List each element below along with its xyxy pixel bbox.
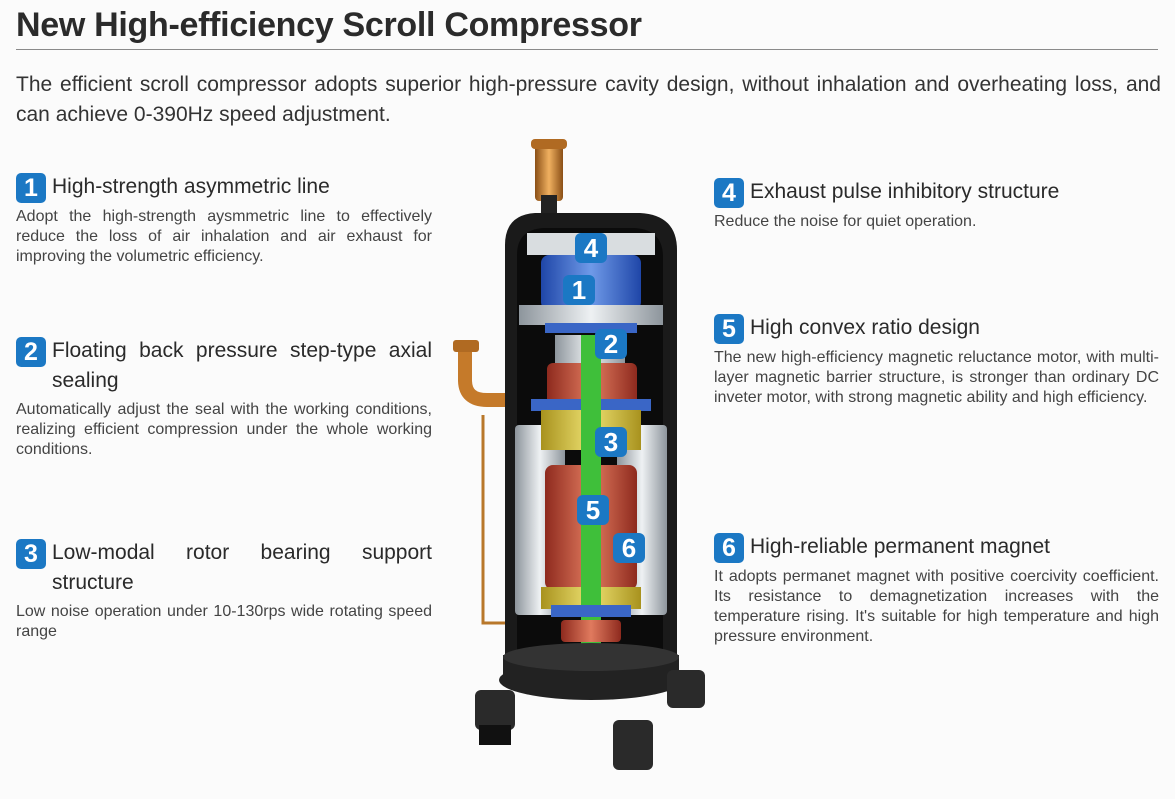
feature-4: 4 Exhaust pulse inhibitory structure Red… [714, 177, 1159, 232]
feature-description: Low noise operation under 10-130rps wide… [16, 603, 432, 640]
feature-title: High-reliable permanent magnet [750, 535, 1050, 558]
feature-heading: 1 High-strength asymmetric line [16, 172, 432, 203]
compressor-cutaway-illustration: 4 1 2 3 5 6 [453, 139, 705, 770]
marker-5: 5 [577, 495, 609, 525]
feature-6: 6 High-reliable permanent magnet It adop… [714, 532, 1159, 647]
feature-title: Exhaust pulse inhibitory structure [750, 180, 1060, 203]
feature-title: Floating back pressure step-type axial s… [52, 339, 432, 392]
feature-title: Low-modal rotor bearing support structur… [52, 541, 432, 594]
feature-description: Automatically adjust the seal with the w… [16, 401, 432, 458]
marker-3: 3 [595, 427, 627, 457]
svg-text:2: 2 [604, 329, 618, 359]
feature-heading: 5 High convex ratio design [714, 313, 1159, 344]
feature-description: The new high-efficiency magnetic relucta… [714, 349, 1159, 406]
mounting-feet [475, 670, 705, 770]
title-divider [16, 49, 1158, 50]
feature-description: Reduce the noise for quiet operation. [714, 213, 977, 230]
svg-text:6: 6 [622, 533, 636, 563]
number-badge: 3 [16, 539, 46, 569]
feature-heading: 6 High-reliable permanent magnet [714, 532, 1159, 563]
feature-heading: 2 Floating back pressure step-type axial… [16, 336, 432, 396]
marker-4: 4 [575, 233, 607, 263]
svg-text:5: 5 [586, 495, 600, 525]
feature-title: High-strength asymmetric line [52, 175, 330, 198]
feature-5: 5 High convex ratio design The new high-… [714, 313, 1159, 408]
number-badge: 2 [16, 337, 46, 367]
number-badge: 1 [16, 173, 46, 203]
marker-1: 1 [563, 275, 595, 305]
svg-text:4: 4 [584, 233, 599, 263]
svg-text:1: 1 [572, 275, 586, 305]
suction-pipe [453, 340, 515, 625]
feature-heading: 4 Exhaust pulse inhibitory structure [714, 177, 1159, 208]
feature-title: High convex ratio design [750, 316, 980, 339]
feature-1: 1 High-strength asymmetric line Adopt th… [16, 172, 432, 267]
marker-2: 2 [595, 329, 627, 359]
number-badge: 5 [714, 314, 744, 344]
feature-3: 3 Low-modal rotor bearing support struct… [16, 538, 432, 642]
page-title: New High-efficiency Scroll Compressor [16, 6, 642, 44]
feature-2: 2 Floating back pressure step-type axial… [16, 336, 432, 460]
marker-6: 6 [613, 533, 645, 563]
feature-heading: 3 Low-modal rotor bearing support struct… [16, 538, 432, 598]
number-badge: 4 [714, 178, 744, 208]
feature-description: It adopts permanet magnet with positive … [714, 568, 1159, 645]
intro-text: The efficient scroll compressor adopts s… [16, 73, 1161, 126]
discharge-pipe [531, 139, 567, 215]
feature-description: Adopt the high-strength aysmmetric line … [16, 208, 432, 265]
svg-text:3: 3 [604, 427, 618, 457]
number-badge: 6 [714, 533, 744, 563]
